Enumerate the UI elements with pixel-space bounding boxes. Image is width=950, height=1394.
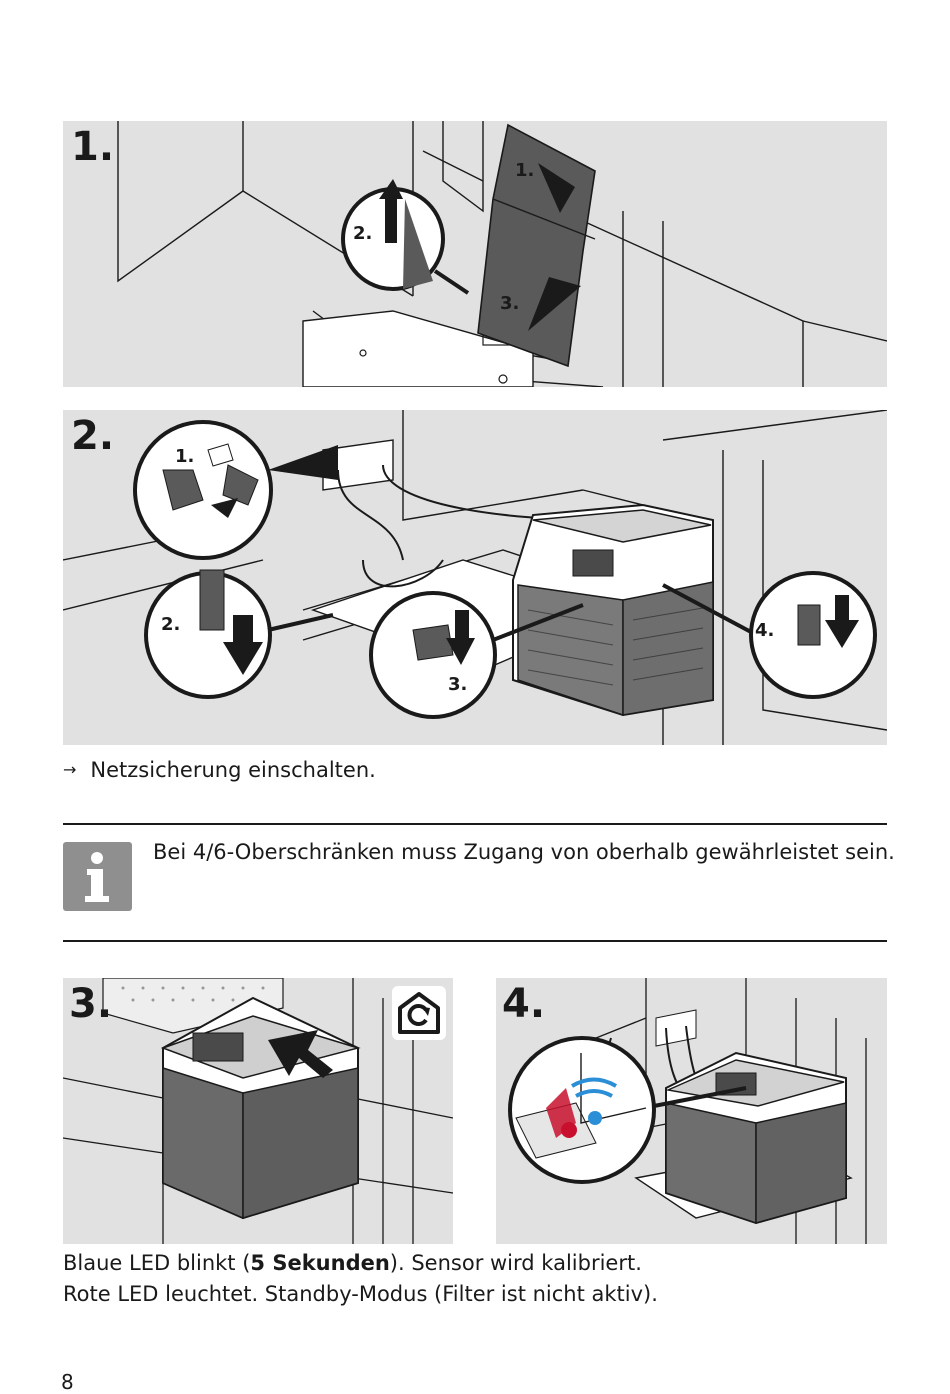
- status-line-1-bold: 5 Sekunden: [250, 1251, 390, 1275]
- info-icon: [63, 842, 132, 911]
- cabinet-hinge-drawing: 2. 1. 3.: [117, 121, 887, 387]
- page-number: 8: [61, 1370, 74, 1394]
- step-4-illustration: 4.: [496, 978, 887, 1244]
- status-line-1-prefix: Blaue LED blinkt (: [63, 1251, 251, 1275]
- step-4-number: 4.: [502, 981, 546, 1027]
- step-2-callout-1: 1.: [175, 446, 194, 467]
- led-status-drawing: [508, 978, 867, 1244]
- status-line-1-suffix: ). Sensor wird kalibriert.: [389, 1251, 642, 1275]
- step-1-callout-2: 2.: [353, 223, 372, 244]
- step-2-callout-2: 2.: [161, 614, 180, 635]
- status-line-2: Rote LED leuchtet. Standby-Modus (Filter…: [63, 1282, 658, 1306]
- instruction-text: Netzsicherung einschalten.: [90, 758, 376, 782]
- bottom-divider: [63, 940, 887, 942]
- top-divider: [63, 823, 887, 825]
- step-1-illustration: 2. 1. 3. 1.: [63, 121, 887, 387]
- home-sensor-icon: [392, 986, 446, 1040]
- step-3-number: 3.: [69, 981, 113, 1027]
- step-2-number: 2.: [71, 413, 115, 459]
- step-1-callout-1: 1.: [515, 160, 534, 181]
- step-2-illustration: 1. 2. 3. 4. 2.: [63, 410, 887, 745]
- status-line-1: Blaue LED blinkt (5 Sekunden). Sensor wi…: [63, 1251, 642, 1275]
- power-connection-drawing: 1. 2. 3. 4.: [63, 410, 887, 745]
- instruction-arrow-icon: →: [63, 760, 77, 779]
- step-1-callout-3: 3.: [500, 293, 519, 314]
- step-2-callout-3: 3.: [448, 674, 467, 695]
- step-1-number: 1.: [71, 124, 115, 170]
- filter-insert-drawing: [63, 978, 453, 1244]
- instruction-line: → Netzsicherung einschalten.: [63, 758, 376, 782]
- step-2-callout-4: 4.: [755, 620, 774, 641]
- info-text: Bei 4/6-Oberschränken muss Zugang von ob…: [153, 840, 895, 864]
- step-3-illustration: 3.: [63, 978, 453, 1244]
